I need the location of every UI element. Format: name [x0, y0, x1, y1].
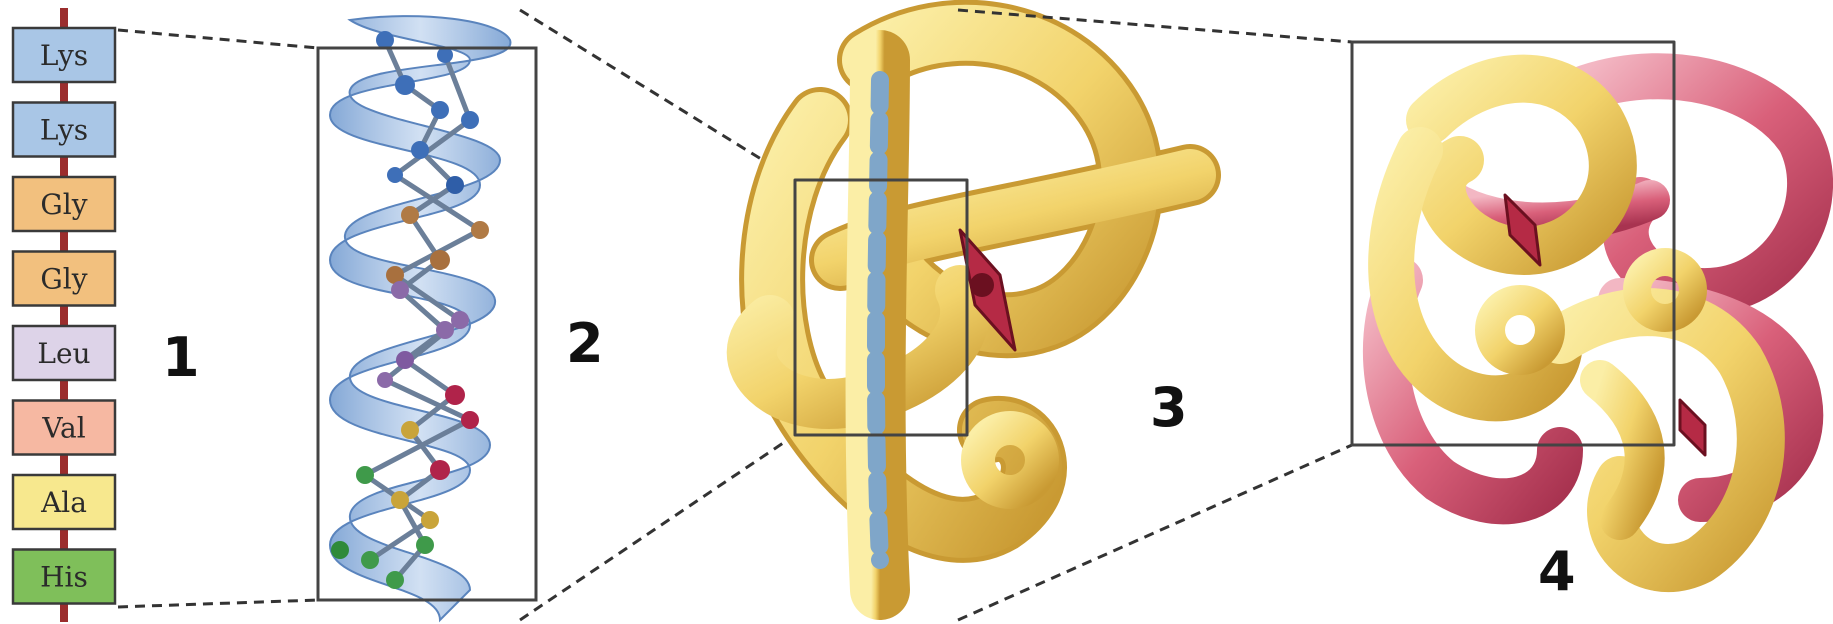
residue-label: Gly [40, 188, 87, 221]
alpha-helix-illustration [318, 16, 536, 620]
residue-label: Leu [37, 337, 90, 370]
residue-label: Gly [40, 263, 87, 296]
label-primary: 1 [162, 326, 200, 389]
label-quaternary: 4 [1538, 540, 1576, 603]
connector-1-2 [118, 30, 318, 607]
residue-label: Lys [40, 114, 88, 147]
residue-label: Lys [40, 39, 88, 72]
label-tertiary: 3 [1150, 376, 1188, 439]
residue-label: Val [41, 412, 85, 445]
label-secondary: 2 [566, 312, 604, 375]
residue-label: Ala [40, 486, 87, 519]
quaternary-structure-illustration [1352, 42, 1810, 568]
residue-label: His [40, 561, 88, 594]
tertiary-structure-illustration [752, 33, 1190, 590]
